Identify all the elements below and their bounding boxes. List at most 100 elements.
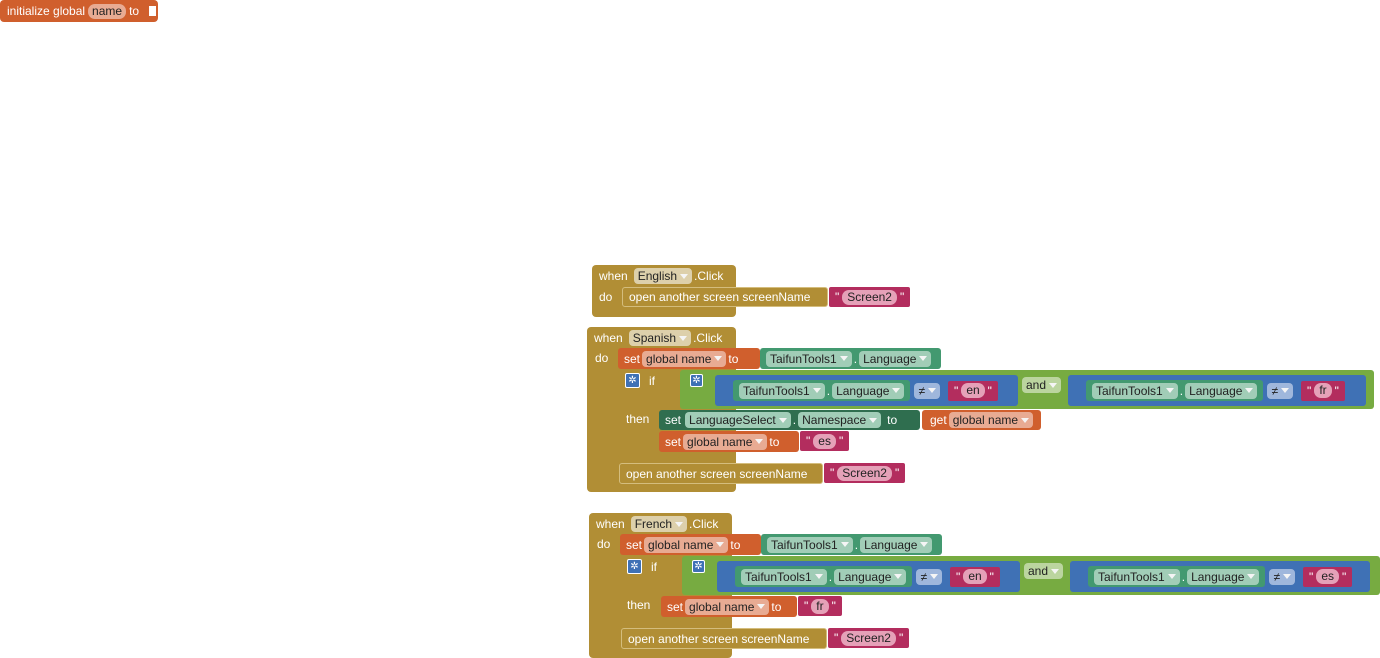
french-open-screen-block[interactable]: open another screen screenName <box>621 628 827 649</box>
languageselect-dropdown[interactable]: LanguageSelect <box>685 412 791 428</box>
and-dropdown[interactable]: and <box>1024 563 1064 579</box>
set-label: set <box>665 413 682 427</box>
click-label: .Click <box>693 331 723 345</box>
fr-value[interactable]: fr <box>811 598 829 614</box>
es-value[interactable]: es <box>813 433 836 449</box>
spanish-compare-1[interactable]: TaifunTools1 . Language ≠ "en" <box>715 375 1018 406</box>
compare2-string[interactable]: "es" <box>1303 566 1353 587</box>
global-init-block[interactable]: initialize global name to <box>0 0 158 22</box>
tools-dropdown[interactable]: TaifunTools1 <box>1094 568 1180 585</box>
tools-dropdown[interactable]: TaifunTools1 <box>741 568 827 585</box>
chevron-down-icon <box>755 439 764 444</box>
ne-dropdown[interactable]: ≠ <box>914 382 941 399</box>
french-screen-string[interactable]: "Screen2" <box>828 628 910 648</box>
spanish-set-global-name-2[interactable]: set global name to <box>659 431 799 452</box>
french-tools-language-getter[interactable]: TaifunTools1 . Language <box>761 534 942 555</box>
value-socket <box>149 6 157 16</box>
quote-close: " <box>989 569 994 584</box>
compare1-value[interactable]: en <box>963 569 987 584</box>
spanish-component-dropdown[interactable]: Spanish <box>628 330 692 346</box>
click-label: .Click <box>694 269 724 283</box>
global-name-field[interactable]: name <box>88 3 127 19</box>
and-label: and <box>1028 564 1049 578</box>
ne-dropdown[interactable]: ≠ <box>1269 568 1296 585</box>
tools-dropdown[interactable]: TaifunTools1 <box>1092 382 1178 399</box>
spanish-header: when Spanish .Click <box>594 329 722 347</box>
quote-close: " <box>831 599 836 613</box>
english-component-name: English <box>637 269 678 283</box>
language-prop-dropdown[interactable]: Language <box>1187 568 1260 585</box>
quote-open: " <box>1309 569 1314 584</box>
tools-dropdown[interactable]: TaifunTools1 <box>739 382 825 399</box>
language-prop-dropdown[interactable]: Language <box>834 568 907 585</box>
compare1-getter[interactable]: TaifunTools1 . Language <box>735 566 913 587</box>
spanish-set-global-name[interactable]: set global name to <box>618 348 760 369</box>
quote-close: " <box>1334 383 1339 398</box>
get-global-name[interactable]: get global name <box>922 410 1041 430</box>
french-screen-value[interactable]: Screen2 <box>841 630 896 646</box>
french-set-global-name[interactable]: set global name to <box>620 534 761 555</box>
tools-dropdown[interactable]: TaifunTools1 <box>767 536 853 553</box>
spanish-screen-value[interactable]: Screen2 <box>837 465 892 481</box>
ls-component-name: LanguageSelect <box>689 413 776 427</box>
french-set-global-name-2[interactable]: set global name to <box>661 596 797 617</box>
namespace-dropdown[interactable]: Namespace <box>798 412 882 428</box>
language-prop-dropdown[interactable]: Language <box>859 350 932 367</box>
language-prop-dropdown[interactable]: Language <box>832 382 905 399</box>
gear-icon[interactable]: ✲ <box>625 373 640 388</box>
language-prop-dropdown[interactable]: Language <box>860 536 933 553</box>
gear-icon[interactable]: ✲ <box>627 559 642 574</box>
french-component-dropdown[interactable]: French <box>630 516 688 532</box>
english-header: when English .Click <box>599 267 723 285</box>
set2-var-dropdown[interactable]: global name <box>683 433 768 450</box>
spanish-open-screen-block[interactable]: open another screen screenName <box>619 463 823 484</box>
set-label: set <box>626 537 643 552</box>
english-screen-value[interactable]: Screen2 <box>842 289 897 305</box>
open-screen-label: open another screen screenName <box>628 631 810 646</box>
chevron-down-icon <box>840 542 849 547</box>
spanish-compare-2[interactable]: TaifunTools1 . Language ≠ "fr" <box>1068 375 1366 406</box>
spanish-set-var-dropdown[interactable]: global name <box>642 350 727 367</box>
french-compare-2[interactable]: TaifunTools1 . Language ≠ "es" <box>1070 561 1370 592</box>
compare2-string[interactable]: "fr" <box>1301 380 1345 401</box>
compare1-string[interactable]: "en" <box>948 380 998 401</box>
ne-symbol: ≠ <box>1273 569 1281 584</box>
set-var-name: global name <box>648 537 714 552</box>
dot: . <box>853 351 858 366</box>
english-component-dropdown[interactable]: English <box>633 268 693 284</box>
compare2-value[interactable]: es <box>1316 569 1339 584</box>
quote-open: " <box>1307 383 1312 398</box>
set-languageselect-namespace[interactable]: set LanguageSelect . Namespace to <box>659 410 920 430</box>
ne-symbol: ≠ <box>920 569 928 584</box>
language-prop-dropdown[interactable]: Language <box>1185 382 1258 399</box>
dot: . <box>828 569 833 584</box>
english-open-screen-block[interactable]: open another screen screenName <box>622 287 828 307</box>
compare1-value[interactable]: en <box>961 383 985 398</box>
get-var-dropdown[interactable]: global name <box>948 412 1034 428</box>
chevron-down-icon <box>812 388 821 393</box>
quote-open: " <box>956 569 961 584</box>
french-if-row: ✲ if <box>627 559 657 574</box>
compare1-getter[interactable]: TaifunTools1 . Language <box>733 380 911 401</box>
english-screen-string[interactable]: " Screen2 " <box>829 287 911 307</box>
spanish-es-string[interactable]: "es" <box>800 431 850 451</box>
spanish-screen-string[interactable]: "Screen2" <box>824 463 906 483</box>
gear-icon[interactable]: ✲ <box>692 560 705 573</box>
ne-dropdown[interactable]: ≠ <box>916 568 943 585</box>
ne-dropdown[interactable]: ≠ <box>1267 382 1294 399</box>
and-dropdown[interactable]: and <box>1022 377 1062 393</box>
gear-icon[interactable]: ✲ <box>690 374 703 387</box>
french-fr-string[interactable]: "fr" <box>798 596 842 616</box>
do-label: do <box>599 290 613 304</box>
prop-name: Language <box>838 569 892 584</box>
compare2-getter[interactable]: TaifunTools1 . Language <box>1088 566 1266 587</box>
french-compare-1[interactable]: TaifunTools1 . Language ≠ "en" <box>717 561 1020 592</box>
french-set-var-dropdown[interactable]: global name <box>644 536 729 553</box>
compare2-value[interactable]: fr <box>1314 383 1332 398</box>
chevron-down-icon <box>1247 574 1256 579</box>
spanish-tools-language-getter[interactable]: TaifunTools1 . Language <box>760 348 941 369</box>
tools-dropdown[interactable]: TaifunTools1 <box>766 350 852 367</box>
compare1-string[interactable]: "en" <box>950 566 1000 587</box>
set2-var-dropdown[interactable]: global name <box>685 598 770 615</box>
compare2-getter[interactable]: TaifunTools1 . Language <box>1086 380 1264 401</box>
